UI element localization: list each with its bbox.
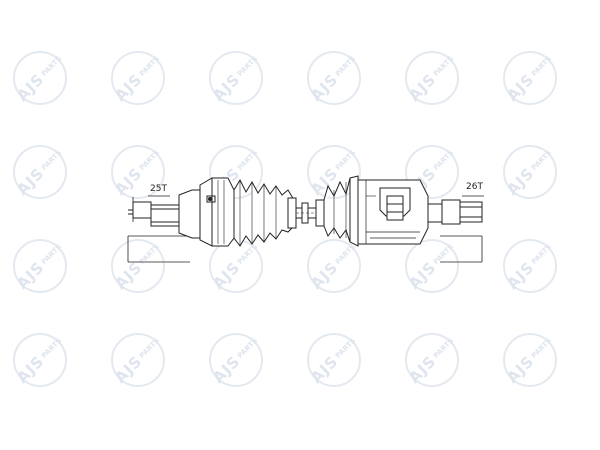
left-teeth-label: 25T bbox=[150, 184, 167, 194]
inner-tripod-joint bbox=[349, 175, 429, 247]
right-dimension-lines bbox=[440, 195, 484, 263]
main-shaft bbox=[296, 202, 318, 224]
outer-boot bbox=[233, 178, 297, 247]
outer-cv-joint bbox=[178, 177, 235, 247]
left-dimension-lines bbox=[127, 195, 190, 263]
right-spline-stub bbox=[427, 199, 483, 225]
left-spline-stub bbox=[128, 197, 180, 227]
right-teeth-label: 26T bbox=[466, 182, 483, 192]
inner-boot bbox=[315, 177, 351, 243]
